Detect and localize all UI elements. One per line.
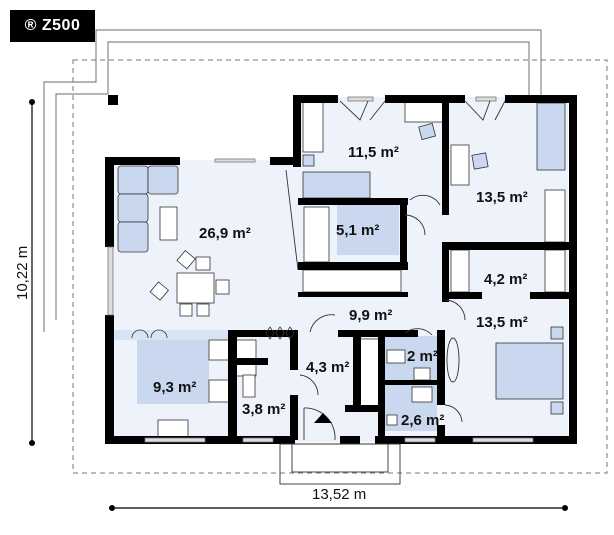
- entrance-arrow-icon: [314, 413, 332, 423]
- room-label-living: 26,9 m²: [199, 225, 251, 242]
- entrance-porch: [279, 443, 401, 485]
- height-label: 10,22 m: [14, 246, 31, 300]
- room-label-entrance: 4,3 m²: [306, 359, 349, 376]
- room-label-bedroom-2: 13,5 m²: [476, 189, 528, 206]
- wet-areas: [113, 205, 437, 431]
- room-label-closet: 4,2 m²: [484, 271, 527, 288]
- doors: [285, 100, 506, 441]
- room-label-kitchen: 9,3 m²: [153, 379, 196, 396]
- room-label-hall: 9,9 m²: [349, 307, 392, 324]
- dimension-width: 13,52 m: [109, 486, 568, 511]
- plot-boundary: [72, 59, 608, 474]
- model-badge: ® Z500: [10, 10, 95, 42]
- windows: [107, 96, 534, 443]
- room-label-bedroom-1: 11,5 m²: [348, 144, 399, 161]
- radiator-decor: [131, 326, 295, 340]
- wardrobes: [302, 101, 566, 408]
- room-label-wc: 2 m²: [407, 348, 438, 365]
- width-label: 13,52 m: [312, 486, 366, 503]
- room-label-shower: 2,6 m²: [401, 412, 444, 429]
- roof-outline: [43, 29, 542, 332]
- furniture: [117, 99, 566, 439]
- room-label-utility: 3,8 m²: [242, 401, 285, 418]
- room-label-bathroom: 5,1 m²: [336, 222, 379, 239]
- dimension-height: 10,22 m: [14, 99, 35, 446]
- room-label-bedroom-3: 13,5 m²: [476, 314, 528, 331]
- room-labels: 26,9 m² 11,5 m² 13,5 m² 5,1 m² 4,2 m² 9,…: [153, 144, 528, 429]
